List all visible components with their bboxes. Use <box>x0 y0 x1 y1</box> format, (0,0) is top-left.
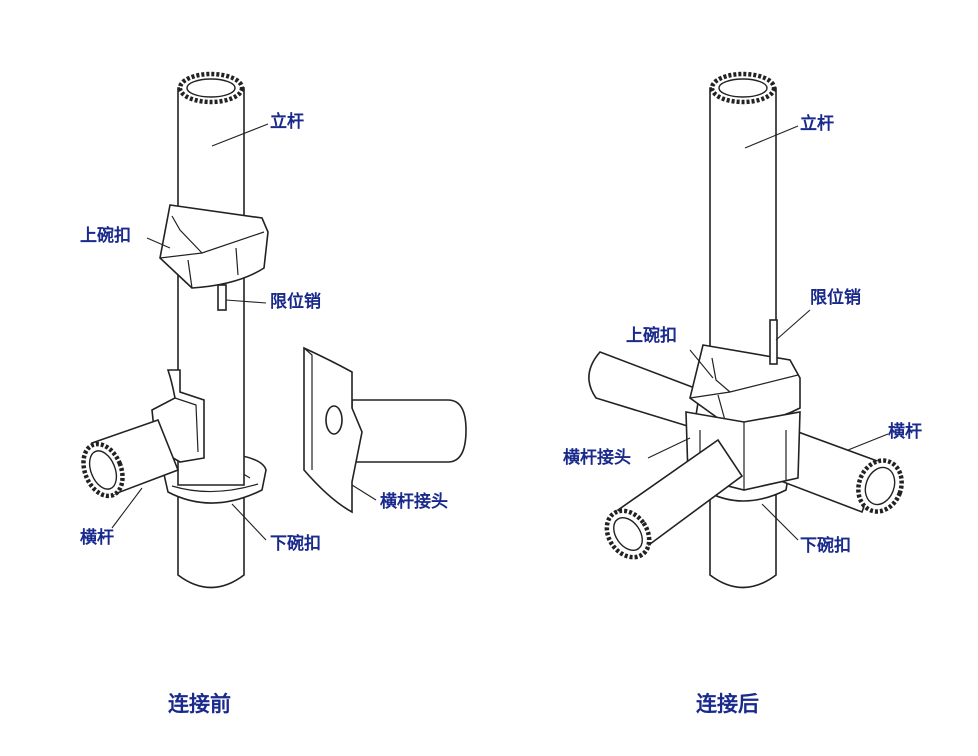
left-leader-vertical-pole <box>211 123 269 147</box>
label-limit-pin-left: 限位销 <box>270 292 321 312</box>
left-leader-crossbar <box>111 487 143 529</box>
right-leader-crossbar-right <box>847 433 889 451</box>
left-leader-limit-pin <box>225 299 267 304</box>
label-limit-pin-right: 限位销 <box>810 288 861 308</box>
right-upper-bowl <box>689 344 801 425</box>
right-limit-pin <box>769 319 778 365</box>
left-assembly <box>81 71 467 589</box>
label-crossbar-joint-left: 横杆接头 <box>380 492 448 512</box>
label-upper-bowl-right: 上碗扣 <box>626 326 677 346</box>
right-leader-vertical-pole <box>744 125 799 149</box>
left-limit-pin <box>217 284 227 311</box>
label-lower-bowl-left: 下碗扣 <box>270 534 321 554</box>
right-lower-pole-stub <box>709 494 777 589</box>
caption-after: 连接后 <box>696 692 759 716</box>
label-vertical-pole-left: 立杆 <box>270 112 304 132</box>
right-leader-lower-bowl <box>761 503 799 541</box>
left-lower-pole-stub <box>177 494 245 589</box>
right-leader-upper-bowl <box>689 349 714 379</box>
right-crossbar-left-top <box>588 351 701 430</box>
left-leader-lower-bowl <box>231 503 267 541</box>
left-detached-joint <box>303 346 467 514</box>
label-crossbar-right: 横杆 <box>888 422 922 442</box>
caption-before: 连接前 <box>168 692 231 716</box>
right-assembly <box>588 71 904 589</box>
right-leader-crossbar-joint <box>647 437 691 459</box>
label-vertical-pole-right: 立杆 <box>800 114 834 134</box>
label-upper-bowl-left: 上碗扣 <box>80 226 131 246</box>
label-lower-bowl-right: 下碗扣 <box>800 536 851 556</box>
left-leader-crossbar-joint <box>351 484 377 501</box>
label-crossbar-left: 横杆 <box>80 528 114 548</box>
left-upper-bowl <box>159 204 269 289</box>
left-leader-upper-bowl <box>146 237 171 249</box>
label-crossbar-joint-right: 横杆接头 <box>563 448 631 468</box>
right-leader-limit-pin <box>775 309 811 341</box>
